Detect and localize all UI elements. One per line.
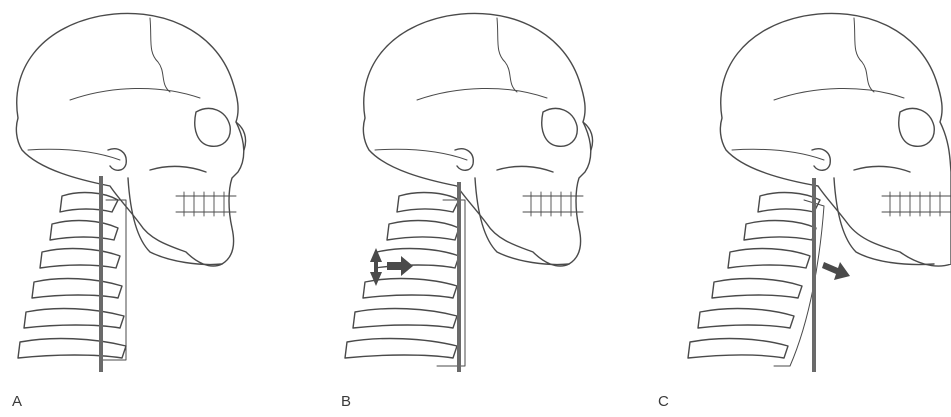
panel-label-c: C xyxy=(658,393,669,410)
panel-b: B xyxy=(317,0,634,417)
panel-c: C xyxy=(634,0,951,417)
skull-cervical-spine-a xyxy=(0,0,317,417)
skull-cervical-spine-c xyxy=(634,0,951,417)
panel-a: A xyxy=(0,0,317,417)
plumb-line xyxy=(812,178,816,372)
plumb-line xyxy=(99,176,103,372)
down-right-arrow-icon xyxy=(822,262,850,280)
right-arrow-icon xyxy=(387,256,413,276)
panel-label-b: B xyxy=(341,393,351,410)
skull-cervical-spine-b xyxy=(317,0,634,417)
plumb-line xyxy=(457,182,461,372)
panel-label-a: A xyxy=(12,393,22,410)
